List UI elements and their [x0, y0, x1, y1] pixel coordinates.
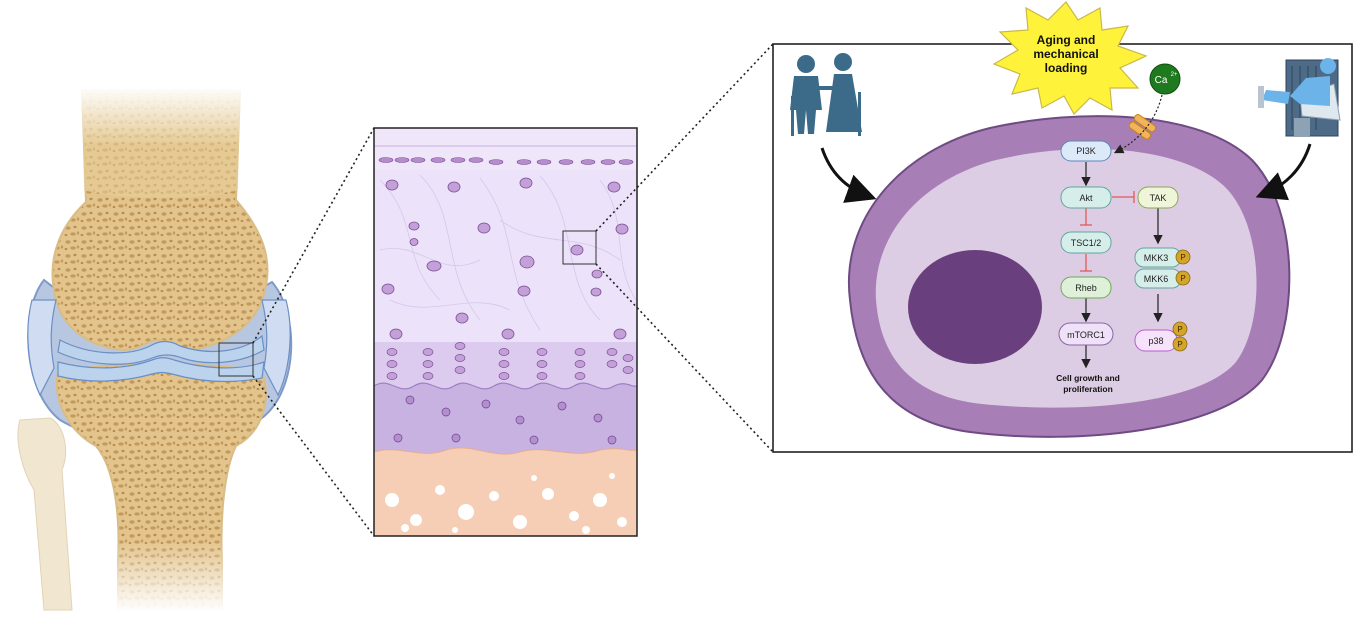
node-p38: p38	[1134, 329, 1178, 352]
svg-text:Akt: Akt	[1079, 193, 1093, 203]
node-tsc: TSC1/2	[1060, 231, 1112, 254]
fibula-bone	[17, 417, 73, 611]
node-mtorc1: mTORC1	[1058, 322, 1114, 346]
tidemark-calcified-zone	[374, 382, 637, 456]
phospho-badge-mkk3: P	[1175, 249, 1191, 265]
nucleus	[908, 250, 1042, 364]
calcium-entry-arrow	[1113, 94, 1163, 154]
phospho-badge-p38-top: P	[1172, 321, 1188, 337]
burst-line-1: Aging and	[1037, 33, 1096, 47]
svg-text:p38: p38	[1148, 336, 1163, 346]
svg-text:MKK3: MKK3	[1144, 253, 1169, 263]
phospho-badge-mkk6: P	[1175, 270, 1191, 286]
calcium-ion-icon: Ca 2+	[1149, 63, 1181, 95]
svg-text:P: P	[1177, 340, 1182, 349]
phospho-badge-p38-bottom: P	[1172, 336, 1188, 352]
calcified-zone-cells	[393, 395, 617, 445]
leg-press-machine-icon	[1258, 58, 1341, 137]
svg-text:PI3K: PI3K	[1076, 146, 1096, 156]
arrow-loading-to-cell	[1255, 143, 1312, 201]
svg-text:P: P	[1177, 325, 1182, 334]
middle-zone	[374, 170, 637, 342]
svg-text:TAK: TAK	[1150, 193, 1167, 203]
knee-joint-illustration	[17, 86, 293, 612]
svg-text:TSC1/2: TSC1/2	[1071, 238, 1102, 248]
membrane-channel-icon	[1128, 114, 1157, 140]
middle-chondrocytes	[381, 177, 629, 340]
node-tak: TAK	[1137, 186, 1179, 209]
meniscus-left	[27, 299, 57, 397]
node-akt: Akt	[1060, 186, 1112, 209]
svg-text:MKK6: MKK6	[1144, 274, 1169, 284]
aging-loading-burst: Aging and mechanical loading	[992, 1, 1148, 115]
knee-zoom-box	[218, 342, 254, 377]
tibial-cartilage	[57, 357, 265, 383]
calcium-charge: 2+	[1171, 72, 1178, 78]
svg-text:mTORC1: mTORC1	[1067, 330, 1105, 340]
svg-text:P: P	[1180, 253, 1185, 262]
arrow-aging-to-cell	[820, 147, 877, 203]
deep-chondrocyte-columns	[386, 342, 634, 380]
calcium-label: Ca	[1155, 75, 1168, 86]
cell-signaling-panel: Aging and mechanical loading Ca 2+	[772, 1, 1353, 453]
elderly-couple-icon	[790, 53, 862, 136]
zoom-lines-cartilage	[595, 43, 774, 453]
burst-line-2: mechanical	[1033, 47, 1098, 61]
superficial-chondrocytes	[378, 157, 634, 165]
burst-icon	[992, 1, 1148, 115]
svg-text:Rheb: Rheb	[1075, 283, 1097, 293]
node-mkk3: MKK3	[1134, 247, 1182, 268]
node-rheb: Rheb	[1060, 276, 1112, 299]
outcome-line-1: Cell growth and	[1056, 373, 1120, 383]
chondrocyte-zoom-box	[562, 230, 597, 265]
zoom-lines-knee	[252, 127, 375, 537]
node-mkk6: MKK6	[1134, 268, 1182, 289]
svg-text:P: P	[1180, 274, 1185, 283]
meniscus-right	[261, 299, 291, 397]
cartilage-section	[374, 128, 637, 536]
burst-line-3: loading	[1045, 61, 1088, 75]
superficial-zone	[374, 128, 637, 170]
node-pi3k: PI3K	[1060, 140, 1112, 162]
femoral-cartilage	[57, 334, 265, 365]
outcome-line-2: proliferation	[1063, 384, 1113, 394]
